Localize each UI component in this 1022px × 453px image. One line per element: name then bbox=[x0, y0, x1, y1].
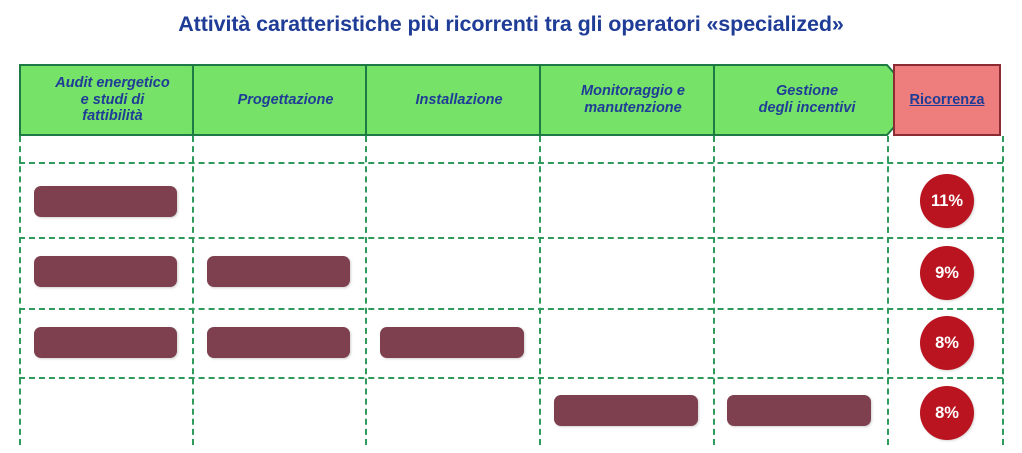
recurrence-badge: 8% bbox=[920, 386, 974, 440]
recurrence-badge: 9% bbox=[920, 246, 974, 300]
process-step-2[interactable]: Progettazione bbox=[192, 64, 397, 136]
process-step-label: Installazione bbox=[415, 91, 503, 108]
process-step-1[interactable]: Audit energetico e studi di fattibilità bbox=[19, 64, 224, 136]
activity-bar bbox=[380, 327, 524, 358]
grid-hline-1 bbox=[19, 237, 1003, 239]
page-title: Attività caratteristiche più ricorrenti … bbox=[178, 12, 844, 36]
process-step-label: Gestione degli incentivi bbox=[758, 83, 856, 116]
process-step-label: Monitoraggio e manutenzione bbox=[581, 83, 685, 116]
grid-vline-2 bbox=[365, 136, 367, 445]
activity-bar bbox=[207, 256, 350, 287]
grid-hline-2 bbox=[19, 308, 1003, 310]
grid-vline-5 bbox=[887, 136, 889, 445]
activity-bar bbox=[727, 395, 871, 426]
process-step-5[interactable]: Gestione degli incentivi bbox=[713, 64, 919, 136]
activity-bar bbox=[554, 395, 698, 426]
activity-bar bbox=[34, 327, 177, 358]
grid-vline-4 bbox=[713, 136, 715, 445]
process-step-4[interactable]: Monitoraggio e manutenzione bbox=[539, 64, 745, 136]
process-step-label: Audit energetico e studi di fattibilità bbox=[55, 74, 170, 125]
grid-hline-3 bbox=[19, 377, 1003, 379]
process-step-label: Progettazione bbox=[237, 91, 334, 108]
activity-bar bbox=[207, 327, 350, 358]
recurrence-badge: 11% bbox=[920, 174, 974, 228]
recurrence-badge: 8% bbox=[920, 316, 974, 370]
grid-vline-1 bbox=[192, 136, 194, 445]
grid-hline-0 bbox=[19, 162, 1003, 164]
activity-bar bbox=[34, 186, 177, 217]
grid-vline-0 bbox=[19, 136, 21, 445]
ricorrenza-header-label: Ricorrenza bbox=[909, 92, 985, 108]
grid-vline-3 bbox=[539, 136, 541, 445]
activity-bar bbox=[34, 256, 177, 287]
ricorrenza-header-box: Ricorrenza bbox=[893, 64, 1001, 136]
grid-vline-6 bbox=[1002, 136, 1004, 445]
